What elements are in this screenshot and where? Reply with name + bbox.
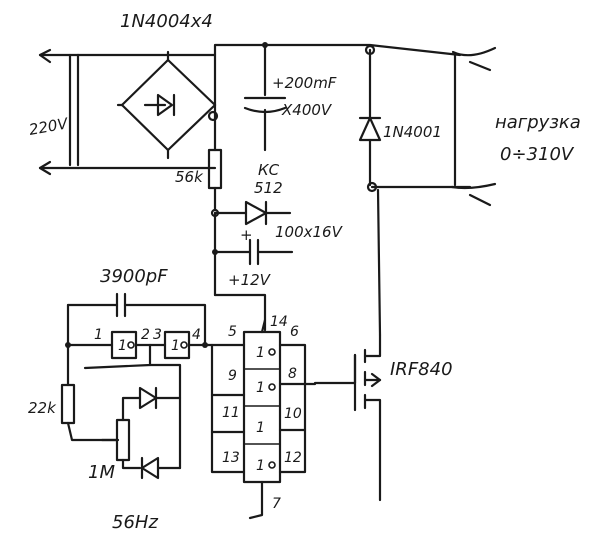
mosfet-label: IRF840	[390, 359, 453, 380]
gate-2: 1	[171, 338, 180, 354]
buffer-4-bubble	[268, 461, 276, 469]
pin-5: 5	[228, 324, 237, 340]
pin-7-wire	[248, 480, 264, 520]
frequency-label: 56Hz	[112, 512, 158, 533]
ic-left-inputs	[206, 343, 246, 474]
mains-label: 220V	[28, 114, 71, 139]
small-cap-plus: +	[240, 226, 253, 244]
pin-9: 9	[228, 368, 237, 384]
small-capacitor	[213, 238, 294, 266]
load-terminals	[450, 46, 497, 207]
gate-1-bubble	[127, 341, 135, 349]
pin-11: 11	[222, 405, 240, 421]
small-cap-label: 100x16V	[275, 223, 344, 241]
gate-1: 1	[118, 338, 127, 354]
ic-right-outputs	[278, 343, 317, 474]
resistor-56k-label: 56k	[175, 168, 204, 186]
load-range: 0÷310V	[500, 144, 575, 165]
load-diode	[358, 48, 382, 187]
pin-8: 8	[288, 366, 297, 382]
cap-main-value: +200mF	[272, 74, 337, 92]
junction-bridge-out	[207, 110, 219, 122]
zener-diode	[213, 200, 292, 226]
pin-7: 7	[272, 496, 281, 512]
pin-13: 13	[222, 450, 240, 466]
supply-label: +12V	[228, 271, 272, 289]
osc-pin-3: 3	[153, 327, 162, 343]
load-diode-label: 1N4001	[383, 123, 442, 141]
pin-10: 10	[284, 406, 302, 422]
cap-main-voltage: X400V	[281, 101, 333, 119]
buffer-4: 1	[256, 458, 265, 474]
osc-pin-1: 1	[94, 327, 103, 343]
zener-title: КС	[258, 161, 280, 179]
pin-14: 14	[270, 314, 288, 330]
osc-pin-2: 2	[141, 327, 150, 343]
buffer-1: 1	[256, 345, 265, 361]
pin-12: 12	[284, 450, 302, 466]
buffer-2-bubble	[268, 383, 276, 391]
junction-cap	[212, 249, 218, 255]
gate-2-bubble	[180, 341, 188, 349]
potentiometer-1m	[100, 363, 182, 480]
bridge-label: 1N4004x4	[120, 11, 213, 32]
junction-osc-right	[202, 342, 208, 348]
pot-1m-label: 1M	[88, 462, 115, 483]
top-rail	[263, 43, 462, 57]
resistor-22k	[60, 343, 120, 442]
cap-3900-label: 3900pF	[100, 266, 168, 287]
buffer-3: 1	[256, 420, 265, 436]
main-capacitor	[243, 43, 287, 152]
oscillator	[66, 292, 210, 370]
load-title: нагрузка	[495, 112, 581, 133]
zener-code: 512	[254, 179, 283, 197]
osc-pin-4: 4	[192, 327, 201, 343]
supply-rail	[213, 293, 267, 332]
buffer-2: 1	[256, 380, 265, 396]
resistor-56k	[207, 148, 223, 212]
mosfet	[313, 333, 382, 502]
buffer-1-bubble	[268, 348, 276, 356]
pin-6: 6	[290, 324, 299, 340]
resistor-22k-label: 22k	[28, 399, 57, 417]
mains-input	[38, 48, 217, 176]
bridge-rectifier	[116, 43, 267, 160]
pin-14-wire	[260, 318, 267, 334]
drain-wire	[376, 188, 382, 337]
